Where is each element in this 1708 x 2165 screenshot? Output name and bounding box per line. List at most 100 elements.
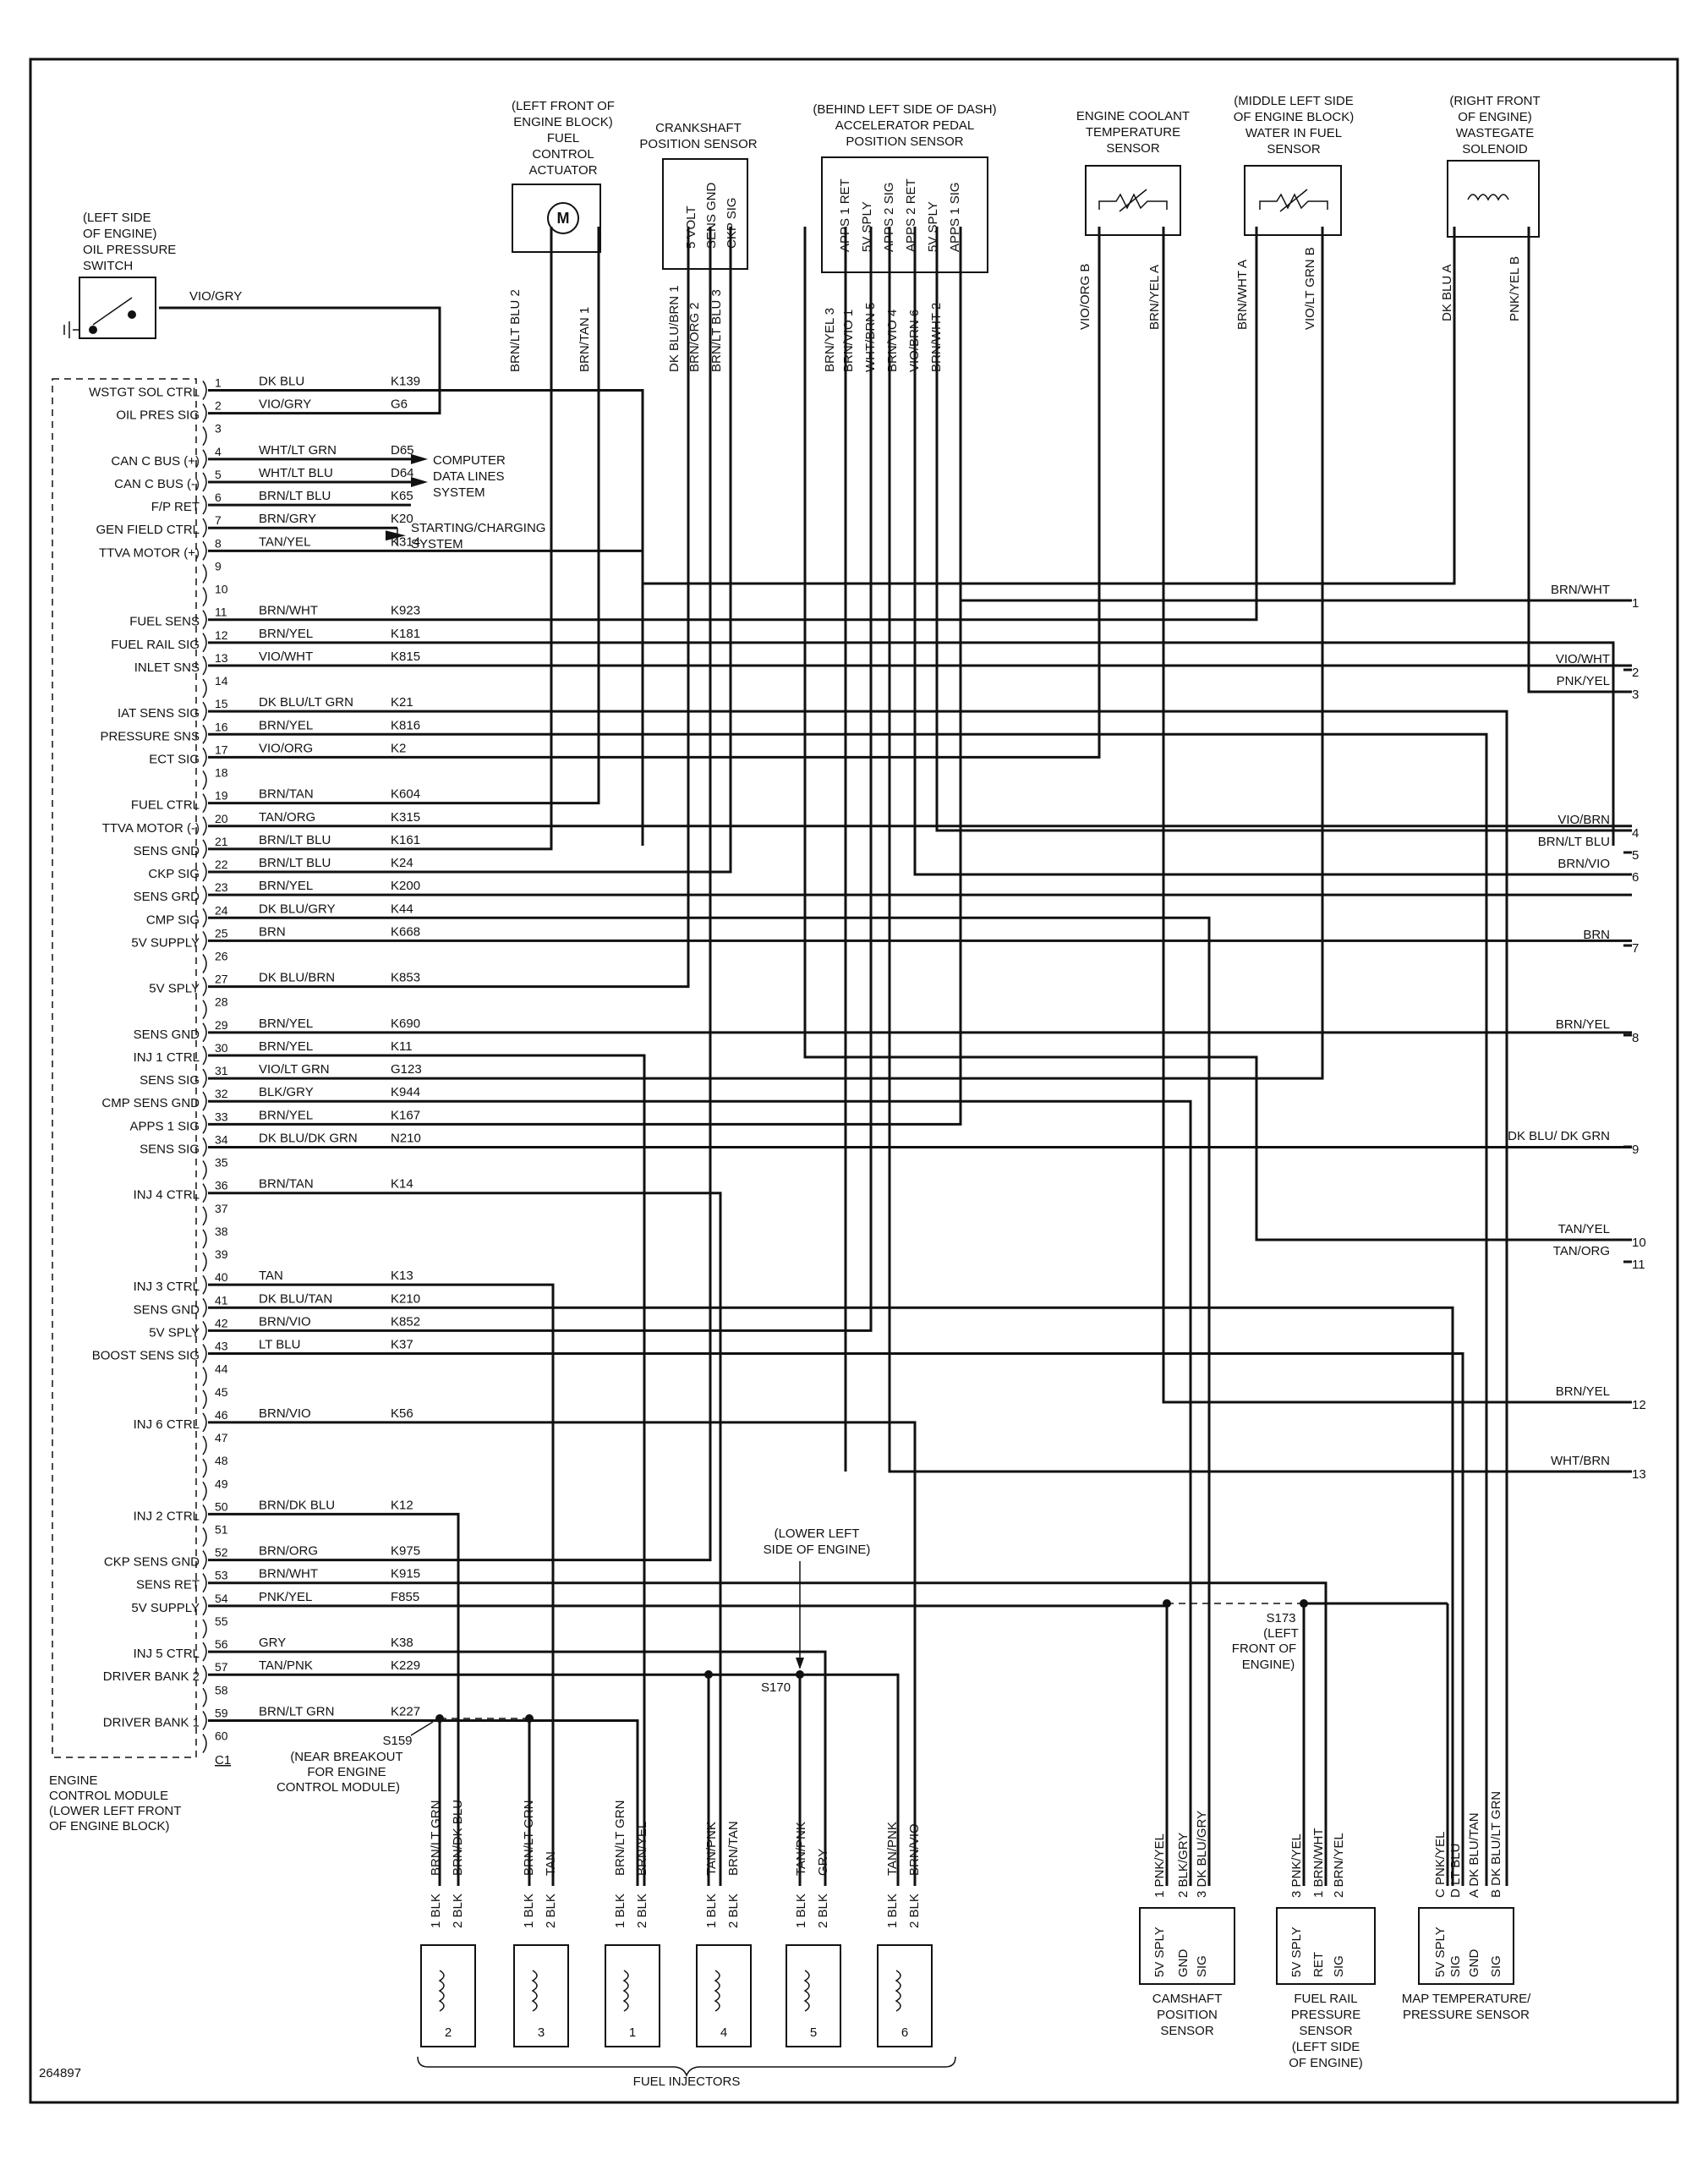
wire-color-label: DK BLU/BRN — [259, 971, 335, 985]
wire-path — [208, 1352, 1464, 1886]
pin-bracket — [202, 1252, 207, 1272]
pin-bracket — [202, 633, 207, 653]
injector-wire-color: TAN/PNK — [885, 1822, 900, 1876]
app-pin-label: 5V SPLY — [926, 201, 940, 252]
wire-color-label: BRN/WHT — [259, 1567, 318, 1581]
pin-bracket — [202, 1022, 207, 1043]
wire-color-label: GRY — [259, 1636, 286, 1650]
wire-path — [888, 227, 1632, 1473]
pin-bracket — [202, 495, 207, 515]
ecm-box — [52, 378, 197, 1758]
pin-function-label: SENS GND — [134, 844, 200, 858]
pin-bracket — [202, 449, 207, 469]
wire-pin-label: DK BLU A — [1440, 264, 1454, 321]
oil-switch-label: SWITCH — [83, 259, 133, 273]
wire-path — [935, 227, 1632, 832]
wire-color-label: TAN/ORG — [259, 810, 315, 825]
wire-pin-label: BRN/WHT A — [1235, 260, 1250, 330]
map-temperature-pressure-sensor-pin-label: SIG — [1448, 1955, 1463, 1977]
pin-bracket — [202, 1527, 207, 1547]
output-number: 5 — [1632, 848, 1639, 863]
pin-number: 29 — [215, 1018, 228, 1032]
output-number: 11 — [1632, 1258, 1645, 1272]
wire-color-label: DK BLU/LT GRN — [259, 695, 353, 710]
fuel-control-actuator-label: ENGINE BLOCK) — [513, 115, 613, 129]
wire-color-label: BRN/VIO — [259, 1314, 311, 1329]
pin-bracket — [202, 1183, 207, 1203]
thermistor-symbol — [1259, 193, 1328, 210]
charging-system-2: SYSTEM — [411, 537, 463, 551]
pin-number: 1 — [215, 376, 222, 390]
wire-color-label: BRN/WHT — [259, 604, 318, 618]
pin-bracket — [202, 564, 207, 584]
pin-number: 40 — [215, 1270, 228, 1284]
s170-splice-dot — [704, 1670, 713, 1679]
wire-color-label: BRN/TAN — [259, 1177, 314, 1192]
s159-splice-dot — [525, 1714, 534, 1723]
wastegate-solenoid-label: (RIGHT FRONT — [1449, 94, 1540, 108]
engine-coolant-temperature-sensor-label: SENSOR — [1106, 141, 1160, 156]
pin-number: 53 — [215, 1569, 228, 1582]
injector-pin-label: 2 BLK — [544, 1894, 558, 1928]
pin-bracket — [202, 793, 207, 814]
wire-path — [208, 227, 553, 851]
pin-number: 35 — [215, 1156, 228, 1170]
pin-bracket — [202, 1435, 207, 1455]
wire-path — [208, 227, 712, 1562]
solenoid-coil — [1467, 194, 1509, 201]
pin-number: 9 — [215, 559, 222, 573]
pin-number: 7 — [215, 513, 222, 527]
injector-pin-label: 2 BLK — [635, 1894, 649, 1928]
wire-color-label: BRN/TAN — [259, 787, 314, 802]
pin-number: 14 — [215, 674, 228, 688]
circuit-id-label: K229 — [391, 1658, 420, 1673]
circuit-id-label: K315 — [391, 810, 420, 825]
circuit-id-label: G6 — [391, 397, 408, 412]
output-wire-color: DK BLU/ DK GRN — [1508, 1129, 1610, 1143]
s159-splice-dot — [435, 1714, 444, 1723]
pin-number: 3 — [215, 422, 222, 436]
circuit-id-label: N210 — [391, 1131, 421, 1145]
accelerator-pedal-position-sensor-label: ACCELERATOR PEDAL — [835, 118, 975, 133]
wire-pin-label: BRN/TAN 1 — [578, 307, 592, 372]
injector-coil — [531, 1970, 538, 2012]
wire-path — [208, 227, 1324, 1080]
pin-bracket — [202, 472, 207, 492]
pin-number: 21 — [215, 835, 228, 848]
ecm-title-2: CONTROL MODULE — [49, 1789, 168, 1803]
wire-color-label: BRN/YEL — [259, 1017, 313, 1031]
circuit-id-label: K37 — [391, 1338, 413, 1352]
wire-path — [1527, 227, 1632, 693]
injector-pin-label: 2 BLK — [726, 1894, 741, 1928]
circuit-id-label: K24 — [391, 856, 413, 870]
pin-function-label: SENS RET — [136, 1578, 200, 1592]
pin-bracket — [202, 1664, 207, 1685]
fuel-control-actuator — [512, 184, 601, 253]
wire-color-label: PNK/YEL — [259, 1590, 312, 1604]
injector-pin-label: 2 BLK — [816, 1894, 830, 1928]
output-number: 12 — [1632, 1398, 1646, 1412]
s170-note-2: SIDE OF ENGINE) — [764, 1543, 871, 1557]
pin-bracket — [202, 1504, 207, 1524]
wire-path — [208, 227, 600, 805]
circuit-id-label: K13 — [391, 1269, 413, 1283]
s159-label-2: (NEAR BREAKOUT — [290, 1750, 402, 1764]
pin-number: 8 — [215, 536, 222, 550]
camshaft-position-sensor-wire-label: 1 PNK/YEL — [1152, 1833, 1167, 1898]
map-temperature-pressure-sensor-wire-label: D LT BLU — [1448, 1844, 1463, 1898]
pin-bracket — [202, 518, 207, 538]
pin-number: 45 — [215, 1385, 228, 1399]
circuit-id-label: K668 — [391, 924, 420, 939]
output-wire-color: BRN/YEL — [1556, 1017, 1610, 1032]
wire-color-label: VIO/GRY — [259, 397, 311, 412]
s173-splice-dot — [1163, 1599, 1171, 1608]
injector-pin-label: 1 BLK — [613, 1894, 627, 1928]
wire-path — [208, 1421, 917, 1886]
pin-number: 37 — [215, 1202, 228, 1215]
wire-color-label: LT BLU — [259, 1338, 300, 1352]
wire-color-label: BRN/DK BLU — [259, 1498, 335, 1512]
wire-pin-label: BRN/VIO 1 — [841, 310, 856, 372]
pin-function-label: CMP SIG — [146, 913, 200, 927]
pin-bracket — [202, 1320, 207, 1340]
